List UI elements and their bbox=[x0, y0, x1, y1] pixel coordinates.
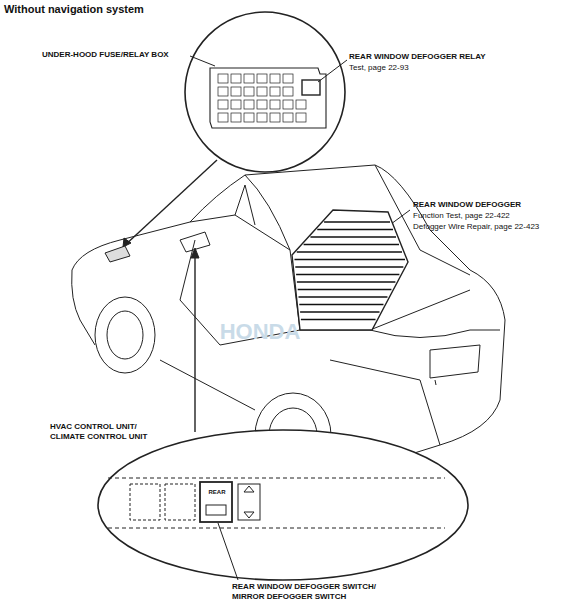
fuse-cell bbox=[231, 87, 241, 96]
page-reference: Defogger Wire Repair, page 22-423 bbox=[413, 222, 565, 232]
defogger-wire bbox=[317, 229, 393, 230]
fuse-cell bbox=[296, 100, 306, 109]
fuse-box bbox=[210, 68, 326, 128]
defogger-wire bbox=[295, 266, 403, 267]
defogger-grid bbox=[294, 222, 405, 320]
fuse-cell bbox=[257, 100, 267, 109]
defogger-wire bbox=[304, 244, 399, 245]
defogger-wire bbox=[301, 319, 376, 320]
fuse-cell bbox=[270, 113, 280, 122]
arrowhead bbox=[191, 248, 199, 258]
defogger-wire bbox=[294, 259, 405, 260]
front-wheel bbox=[95, 297, 155, 373]
page-reference: Function Test, page 22-422 bbox=[413, 211, 563, 221]
fuse-cell bbox=[257, 74, 267, 83]
fuse-cell bbox=[218, 113, 228, 122]
defogger-symbol bbox=[206, 505, 226, 515]
defogger-wire bbox=[297, 251, 402, 252]
part-name: REAR WINDOW DEFOGGER RELAY bbox=[349, 52, 509, 62]
fuse-cell bbox=[270, 100, 280, 109]
fuse-cell bbox=[244, 74, 254, 83]
fuse-cell bbox=[244, 100, 254, 109]
button-label: REAR bbox=[205, 489, 229, 497]
part-name: REAR WINDOW DEFOGGER SWITCH/ MIRROR DEFO… bbox=[232, 582, 402, 602]
rear-window bbox=[292, 210, 408, 330]
defogger-wire bbox=[300, 311, 379, 312]
title: Without navigation system bbox=[4, 3, 144, 17]
fuse-cell bbox=[270, 87, 280, 96]
defogger-wire bbox=[298, 296, 387, 297]
fuse-cell bbox=[218, 87, 228, 96]
fuse-cell bbox=[257, 113, 267, 122]
fuse-cell bbox=[257, 87, 267, 96]
part-name: HVAC CONTROL UNIT/ CLIMATE CONTROL UNIT bbox=[50, 422, 170, 442]
control-panel bbox=[108, 478, 445, 528]
defogger-wire bbox=[298, 289, 392, 290]
fuse-cell bbox=[231, 74, 241, 83]
fuse-cell bbox=[231, 113, 241, 122]
leader-line bbox=[318, 60, 347, 82]
leader-line bbox=[190, 56, 215, 66]
page-reference: Test, page 22-93 bbox=[349, 63, 469, 73]
defogger-wire bbox=[296, 274, 399, 275]
leader-line bbox=[218, 523, 238, 580]
part-name: REAR WINDOW DEFOGGER bbox=[413, 200, 563, 210]
fuse-cell bbox=[244, 87, 254, 96]
detail-circle bbox=[185, 12, 345, 172]
part-name: UNDER-HOOD FUSE/RELAY BOX bbox=[42, 50, 192, 60]
defogger-wire bbox=[324, 221, 390, 222]
fuse-cell bbox=[283, 74, 293, 83]
fuse-cell bbox=[270, 74, 280, 83]
watermark: HONDA bbox=[200, 318, 320, 346]
fuse-cell bbox=[283, 100, 293, 109]
leader-line bbox=[194, 250, 195, 432]
fuse-cell bbox=[231, 100, 241, 109]
defogger-wire bbox=[297, 281, 396, 282]
defogger-wire bbox=[299, 304, 383, 305]
fuse-cell bbox=[244, 113, 254, 122]
fuse-box-icon bbox=[105, 246, 130, 262]
fuse-cell bbox=[283, 87, 293, 96]
defogger-wire bbox=[310, 236, 396, 237]
leader-line bbox=[123, 160, 217, 247]
fuse-cell bbox=[218, 100, 228, 109]
fuse-cell bbox=[296, 113, 306, 122]
detail-circle bbox=[98, 430, 468, 580]
defogger-switch bbox=[200, 482, 232, 522]
fuse-cell bbox=[283, 113, 293, 122]
relay bbox=[302, 80, 320, 95]
fuse-cell bbox=[218, 74, 228, 83]
